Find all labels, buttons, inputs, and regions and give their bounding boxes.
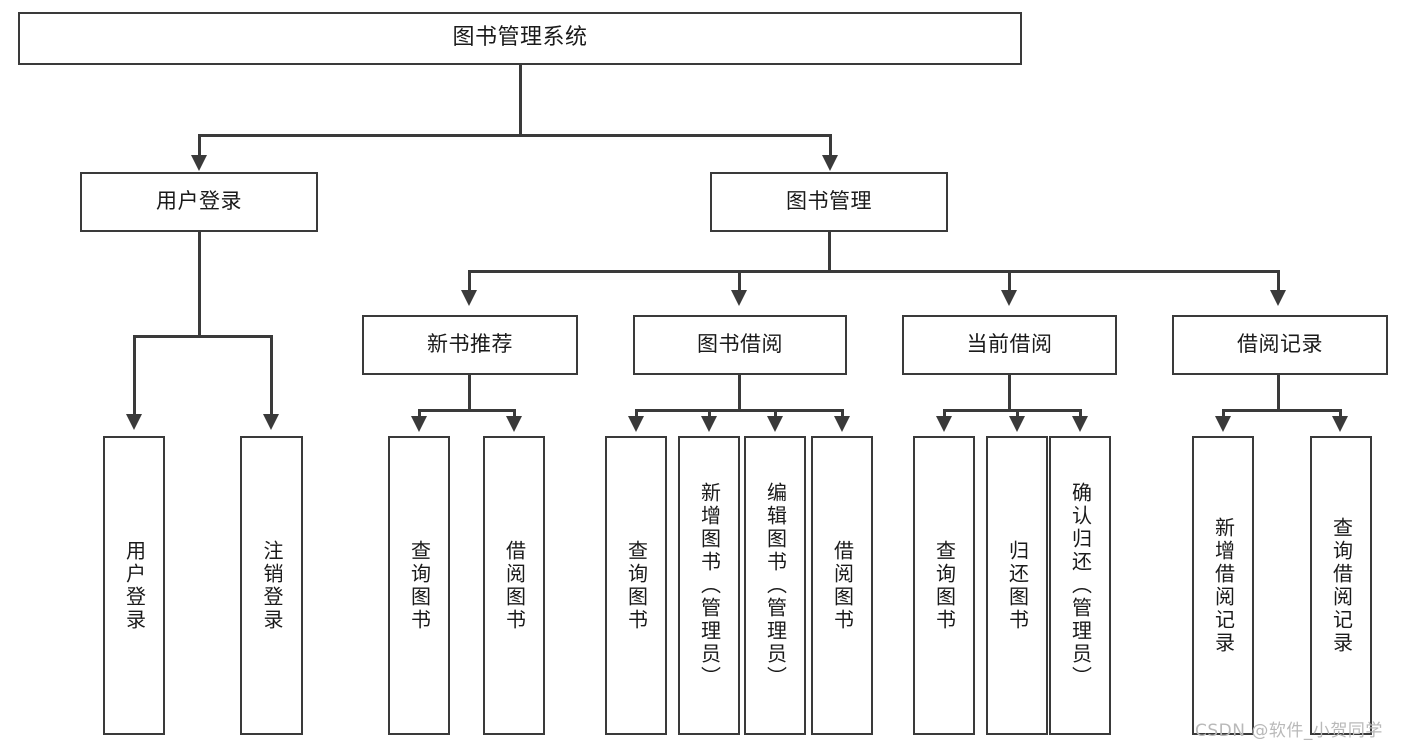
edge-br-to-leaf-2 (1339, 409, 1342, 419)
node-label: 新增借阅记录 (1211, 516, 1236, 655)
edge-book-management-stem (828, 232, 831, 272)
leaf-user-login[interactable]: 用户登录 (103, 436, 165, 735)
node-label: 用户登录 (122, 539, 147, 632)
edge-borrow-record-stem (1277, 375, 1280, 411)
node-book-borrowing[interactable]: 图书借阅 (633, 315, 847, 375)
edge-cb-to-leaf-2 (1016, 409, 1019, 419)
node-label: 借阅记录 (1237, 332, 1323, 357)
arrow-root-to-book-management (822, 155, 838, 171)
arrow-nb-to-leaf-2 (506, 416, 522, 432)
node-label: 编辑图书（管理员） (763, 482, 788, 689)
node-current-borrowing[interactable]: 当前借阅 (902, 315, 1117, 375)
arrow-bb-to-leaf-2 (701, 416, 717, 432)
node-label: 用户登录 (156, 189, 242, 214)
node-label: 当前借阅 (966, 332, 1053, 357)
arrow-bb-to-leaf-4 (834, 416, 850, 432)
node-user-login[interactable]: 用户登录 (80, 172, 318, 232)
leaf-logout[interactable]: 注销登录 (240, 436, 303, 735)
arrow-br-to-leaf-2 (1332, 416, 1348, 432)
arrow-nb-to-leaf-1 (411, 416, 427, 432)
edge-user-login-to-leaf-1 (133, 335, 136, 417)
node-borrowing-record[interactable]: 借阅记录 (1172, 315, 1388, 375)
node-label: 查询图书 (932, 539, 957, 632)
node-label: 图书管理 (786, 189, 872, 214)
node-label: 借阅图书 (502, 539, 527, 632)
edge-user-login-to-leaf-2 (270, 335, 273, 417)
node-label: 查询借阅记录 (1329, 516, 1354, 655)
leaf-query-borrow-record[interactable]: 查询借阅记录 (1310, 436, 1372, 735)
edge-bm-to-book-borrow (738, 270, 741, 292)
leaf-add-borrow-record[interactable]: 新增借阅记录 (1192, 436, 1254, 735)
edge-current-borrow-bus (943, 409, 1080, 412)
leaf-return-book[interactable]: 归还图书 (986, 436, 1048, 735)
leaf-edit-book-admin[interactable]: 编辑图书（管理员） (744, 436, 806, 735)
edge-root-stem (519, 65, 522, 136)
edge-current-borrow-stem (1008, 375, 1011, 411)
edge-root-to-book-management (829, 134, 832, 158)
edge-book-borrow-stem (738, 375, 741, 411)
arrow-bm-to-book-borrow (731, 290, 747, 306)
leaf-query-book-recommendation[interactable]: 查询图书 (388, 436, 450, 735)
node-label: 新书推荐 (427, 332, 513, 357)
arrow-bm-to-current-borrow (1001, 290, 1017, 306)
edge-book-borrow-bus (635, 409, 843, 412)
edge-bb-to-leaf-4 (841, 409, 844, 419)
arrow-cb-to-leaf-2 (1009, 416, 1025, 432)
arrow-bm-to-borrow-record (1270, 290, 1286, 306)
edge-bm-to-new-book (468, 270, 471, 292)
edge-user-login-stem (198, 232, 201, 337)
edge-bb-to-leaf-1 (635, 409, 638, 419)
edge-nb-to-leaf-2 (513, 409, 516, 419)
edge-nb-to-leaf-1 (418, 409, 421, 419)
arrow-bb-to-leaf-1 (628, 416, 644, 432)
arrow-cb-to-leaf-3 (1072, 416, 1088, 432)
edge-borrow-record-bus (1222, 409, 1341, 412)
node-label: 图书管理系统 (452, 25, 588, 51)
edge-bb-to-leaf-3 (774, 409, 777, 419)
edge-root-to-user-login (198, 134, 201, 158)
edge-cb-to-leaf-1 (943, 409, 946, 419)
edge-new-book-stem (468, 375, 471, 411)
node-label: 新增图书（管理员） (697, 482, 722, 689)
edge-br-to-leaf-1 (1222, 409, 1225, 419)
leaf-confirm-return-admin[interactable]: 确认归还（管理员） (1049, 436, 1111, 735)
edge-new-book-bus (418, 409, 516, 412)
leaf-add-book-admin[interactable]: 新增图书（管理员） (678, 436, 740, 735)
node-new-book-recommendation[interactable]: 新书推荐 (362, 315, 578, 375)
edge-cb-to-leaf-3 (1079, 409, 1082, 419)
csdn-watermark: CSDN @软件_小贺同学 (1195, 721, 1383, 741)
leaf-query-book-borrowing[interactable]: 查询图书 (605, 436, 667, 735)
node-label: 查询图书 (407, 539, 432, 632)
leaf-query-book-current[interactable]: 查询图书 (913, 436, 975, 735)
node-root-book-management-system[interactable]: 图书管理系统 (18, 12, 1022, 65)
edge-bm-to-current-borrow (1008, 270, 1011, 292)
arrow-br-to-leaf-1 (1215, 416, 1231, 432)
node-label: 图书借阅 (697, 332, 783, 357)
arrow-bb-to-leaf-3 (767, 416, 783, 432)
arrow-cb-to-leaf-1 (936, 416, 952, 432)
arrow-user-login-to-leaf-2 (263, 414, 279, 430)
arrow-user-login-to-leaf-1 (126, 414, 142, 430)
edge-bm-to-borrow-record (1277, 270, 1280, 292)
edge-root-bus (198, 134, 832, 137)
arrow-root-to-user-login (191, 155, 207, 171)
node-label: 借阅图书 (830, 539, 855, 632)
node-label: 确认归还（管理员） (1068, 482, 1093, 689)
edge-user-login-bus (133, 335, 272, 338)
leaf-borrow-book-recommendation[interactable]: 借阅图书 (483, 436, 545, 735)
edge-book-management-bus (468, 270, 1280, 273)
node-label: 注销登录 (260, 539, 284, 632)
node-book-management[interactable]: 图书管理 (710, 172, 948, 232)
node-label: 归还图书 (1005, 539, 1030, 632)
edge-bb-to-leaf-2 (708, 409, 711, 419)
arrow-bm-to-new-book (461, 290, 477, 306)
leaf-borrow-book[interactable]: 借阅图书 (811, 436, 873, 735)
node-label: 查询图书 (624, 539, 649, 632)
